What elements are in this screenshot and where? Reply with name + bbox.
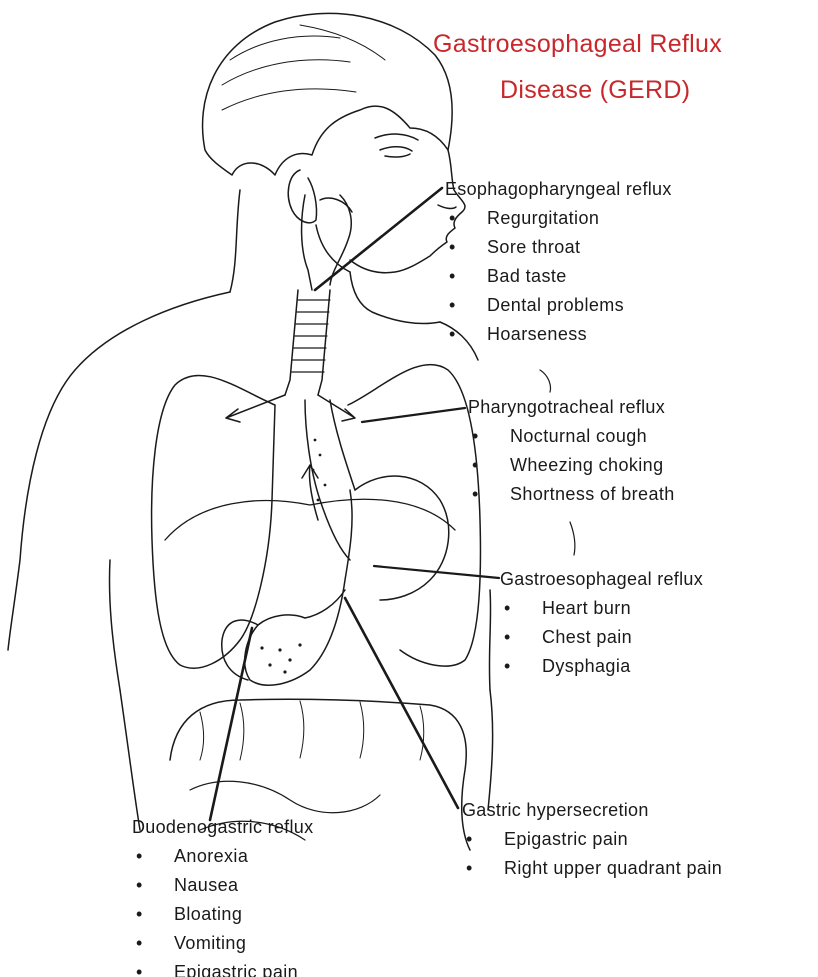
bullet-icon: • (504, 594, 511, 623)
esophagus (305, 400, 355, 560)
list-item: • Vomiting (132, 929, 313, 958)
accent-mark-1 (540, 370, 551, 392)
symptom-list: • Anorexia • Nausea • Bloating • Vomiting • E… (132, 842, 313, 977)
symptom-label: Heart burn (542, 598, 631, 618)
pointer-gastric (345, 598, 458, 808)
group-heading: Pharyngotracheal reflux (468, 393, 675, 422)
pharynx (302, 195, 352, 290)
right-arm (489, 590, 490, 690)
symptom-list: • Heart burn • Chest pain • Dysphagia (500, 594, 703, 681)
bullet-icon: • (472, 451, 479, 480)
bullet-icon: • (136, 929, 143, 958)
group-heading: Gastroesophageal reflux (500, 565, 703, 594)
bullet-icon: • (466, 825, 473, 854)
symptom-label: Wheezing choking (510, 455, 664, 475)
reflux-arrow (302, 465, 318, 520)
stomach-fundus (355, 476, 449, 600)
symptom-label: Bloating (174, 904, 242, 924)
bullet-icon: • (136, 958, 143, 977)
trachea (285, 290, 330, 395)
list-item: • Bloating (132, 900, 313, 929)
neck-front (350, 272, 440, 324)
symptom-list: • Nocturnal cough • Wheezing choking • Shor… (468, 422, 675, 509)
symptom-label: Regurgitation (487, 208, 599, 228)
esophagopharyngeal-group: Esophagopharyngeal reflux • Regurgitation… (445, 175, 672, 349)
bullet-icon: • (136, 871, 143, 900)
bullet-icon: • (136, 900, 143, 929)
bullet-icon: • (504, 652, 511, 681)
gastric-hypersecretion-group: Gastric hypersecretion • Epigastric pain … (462, 796, 722, 883)
list-item: • Regurgitation (445, 204, 672, 233)
symptom-label: Dental problems (487, 295, 624, 315)
bullet-icon: • (449, 291, 456, 320)
bullet-icon: • (472, 422, 479, 451)
list-item: • Sore throat (445, 233, 672, 262)
symptom-label: Dysphagia (542, 656, 631, 676)
group-heading: Gastric hypersecretion (462, 796, 722, 825)
pointer-pharyngotracheal (362, 408, 465, 422)
eyebrow (375, 134, 418, 140)
title-line-1: Gastroesophageal Reflux (433, 30, 722, 59)
right-lung (348, 365, 480, 667)
pointer-duodenogastric (210, 628, 252, 820)
list-item: • Wheezing choking (468, 451, 675, 480)
pharyngotracheal-group: Pharyngotracheal reflux • Nocturnal cough… (468, 393, 675, 509)
list-item: • Anorexia (132, 842, 313, 871)
bullet-icon: • (449, 233, 456, 262)
symptom-label: Bad taste (487, 266, 567, 286)
list-item: • Dental problems (445, 291, 672, 320)
bullet-icon: • (449, 262, 456, 291)
list-item: • Shortness of breath (468, 480, 675, 509)
bronchus-arrow-right (318, 395, 355, 421)
list-item: • Dysphagia (500, 652, 703, 681)
group-heading: Duodenogastric reflux (132, 813, 313, 842)
hair-outline (203, 13, 453, 175)
torso-left (120, 690, 140, 830)
symptom-label: Right upper quadrant pain (504, 858, 722, 878)
bullet-icon: • (472, 480, 479, 509)
tongue (320, 198, 352, 212)
bullet-icon: • (466, 854, 473, 883)
list-item: • Right upper quadrant pain (462, 854, 722, 883)
torso-right (488, 690, 493, 810)
bullet-icon: • (449, 320, 456, 349)
neck-back (230, 190, 240, 292)
symptom-label: Hoarseness (487, 324, 587, 344)
list-item: • Epigastric pain (462, 825, 722, 854)
list-item: • Nocturnal cough (468, 422, 675, 451)
eye (380, 147, 412, 157)
symptom-label: Nocturnal cough (510, 426, 647, 446)
symptom-label: Epigastric pain (174, 962, 298, 977)
duodenogastric-group: Duodenogastric reflux • Anorexia • Nausea … (132, 813, 313, 977)
symptom-label: Chest pain (542, 627, 632, 647)
symptom-label: Shortness of breath (510, 484, 675, 504)
pointer-esophagopharyngeal (315, 188, 442, 290)
group-heading: Esophagopharyngeal reflux (445, 175, 672, 204)
gastroesophageal-group: Gastroesophageal reflux • Heart burn • Che… (500, 565, 703, 681)
list-item: • Hoarseness (445, 320, 672, 349)
list-item: • Epigastric pain (132, 958, 313, 977)
symptom-label: Anorexia (174, 846, 248, 866)
symptom-label: Epigastric pain (504, 829, 628, 849)
symptom-label: Vomiting (174, 933, 246, 953)
title-line-2: Disease (GERD) (500, 76, 690, 105)
list-item: • Bad taste (445, 262, 672, 291)
stomach-content-dots (260, 439, 326, 674)
accent-mark-2 (570, 522, 575, 555)
bullet-icon: • (504, 623, 511, 652)
list-item: • Nausea (132, 871, 313, 900)
symptom-list: • Regurgitation • Sore throat • Bad taste •… (445, 204, 672, 349)
left-arm-inner (109, 560, 120, 690)
symptom-label: Sore throat (487, 237, 580, 257)
bullet-icon: • (449, 204, 456, 233)
symptom-list: • Epigastric pain • Right upper quadrant p… (462, 825, 722, 883)
symptom-label: Nausea (174, 875, 238, 895)
bronchus-arrow-left (226, 395, 285, 422)
list-item: • Chest pain (500, 623, 703, 652)
left-shoulder (8, 292, 230, 650)
list-item: • Heart burn (500, 594, 703, 623)
diaphragm (165, 499, 455, 540)
bullet-icon: • (136, 842, 143, 871)
